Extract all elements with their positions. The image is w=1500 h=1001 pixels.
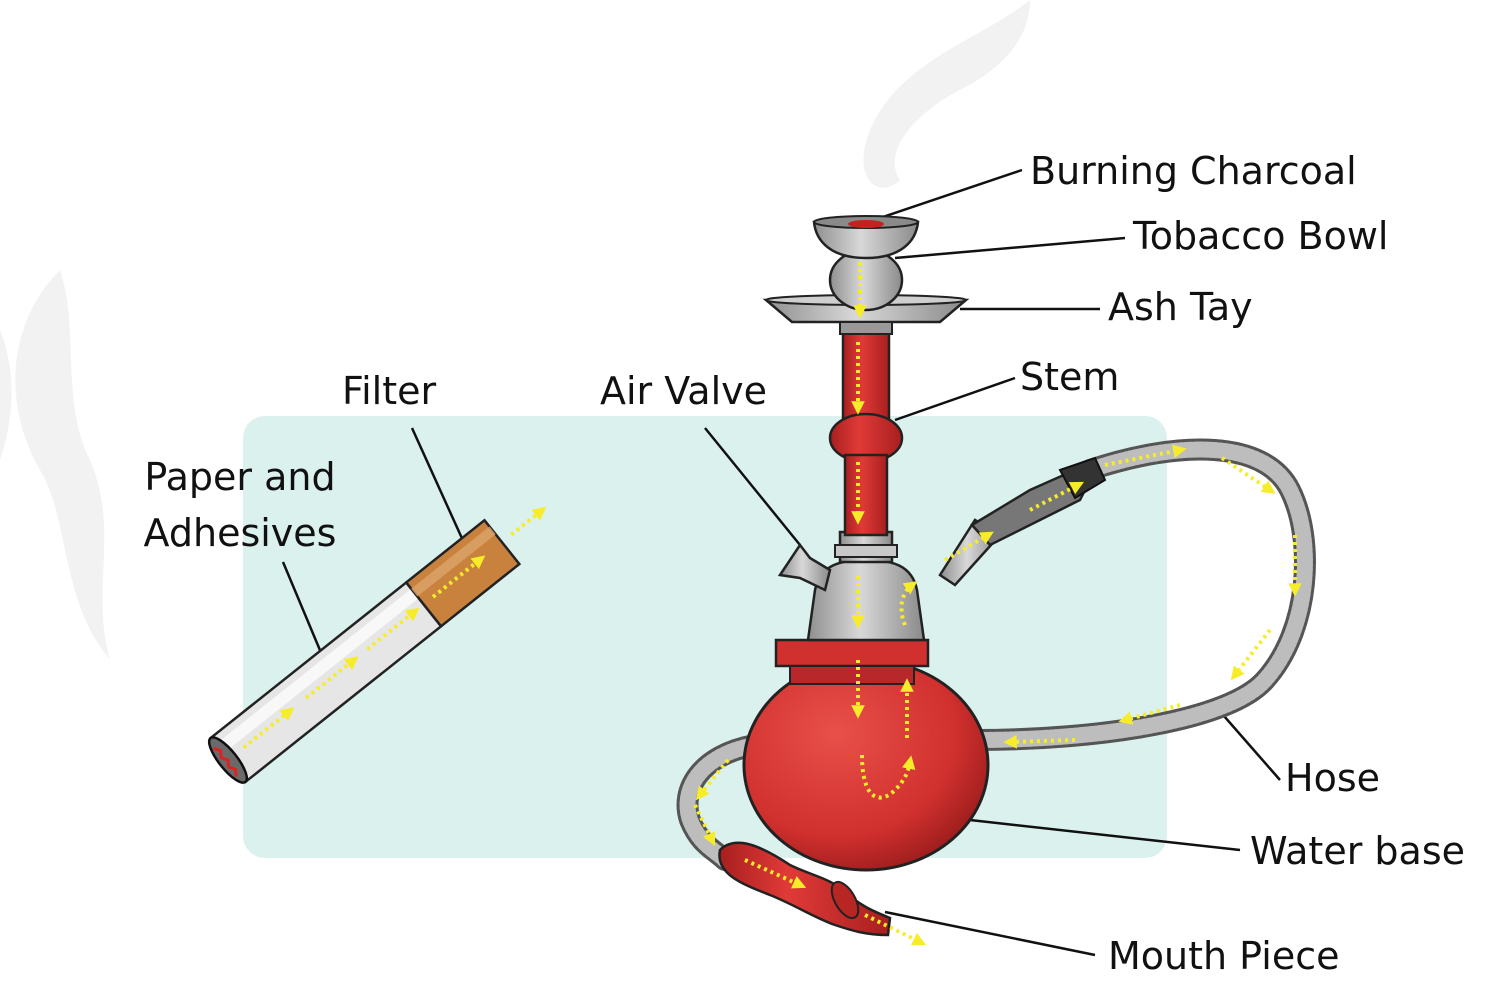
label-filter: Filter bbox=[342, 369, 437, 413]
leader-lines bbox=[281, 168, 1281, 957]
smoke-background bbox=[0, 0, 1030, 660]
smoke-flow-arrows bbox=[693, 262, 1302, 946]
label-hose: Hose bbox=[1285, 756, 1380, 800]
label-paper-adhesives-line1: Paper and bbox=[144, 455, 336, 499]
hose bbox=[676, 438, 1316, 871]
label-air-valve: Air Valve bbox=[600, 369, 768, 413]
label-paper-adhesives-line2: Adhesives bbox=[143, 510, 337, 555]
label-water-base: Water base bbox=[1250, 829, 1465, 873]
label-paper-adhesives: Paper and Adhesives bbox=[140, 455, 340, 555]
label-ash-tray: Ash Tay bbox=[1108, 285, 1253, 329]
stem bbox=[828, 328, 904, 537]
label-stem: Stem bbox=[1020, 355, 1120, 399]
tobacco-bowl bbox=[812, 215, 920, 312]
label-mouth-piece: Mouth Piece bbox=[1108, 934, 1340, 978]
air-valve bbox=[777, 542, 832, 592]
hookah-body bbox=[806, 530, 926, 642]
cigarette bbox=[207, 506, 547, 784]
label-tobacco-bowl: Tobacco Bowl bbox=[1133, 214, 1389, 258]
water-base bbox=[742, 638, 990, 872]
burning-charcoal bbox=[848, 220, 884, 228]
mouth-piece bbox=[718, 841, 892, 937]
label-burning-charcoal: Burning Charcoal bbox=[1030, 149, 1357, 193]
